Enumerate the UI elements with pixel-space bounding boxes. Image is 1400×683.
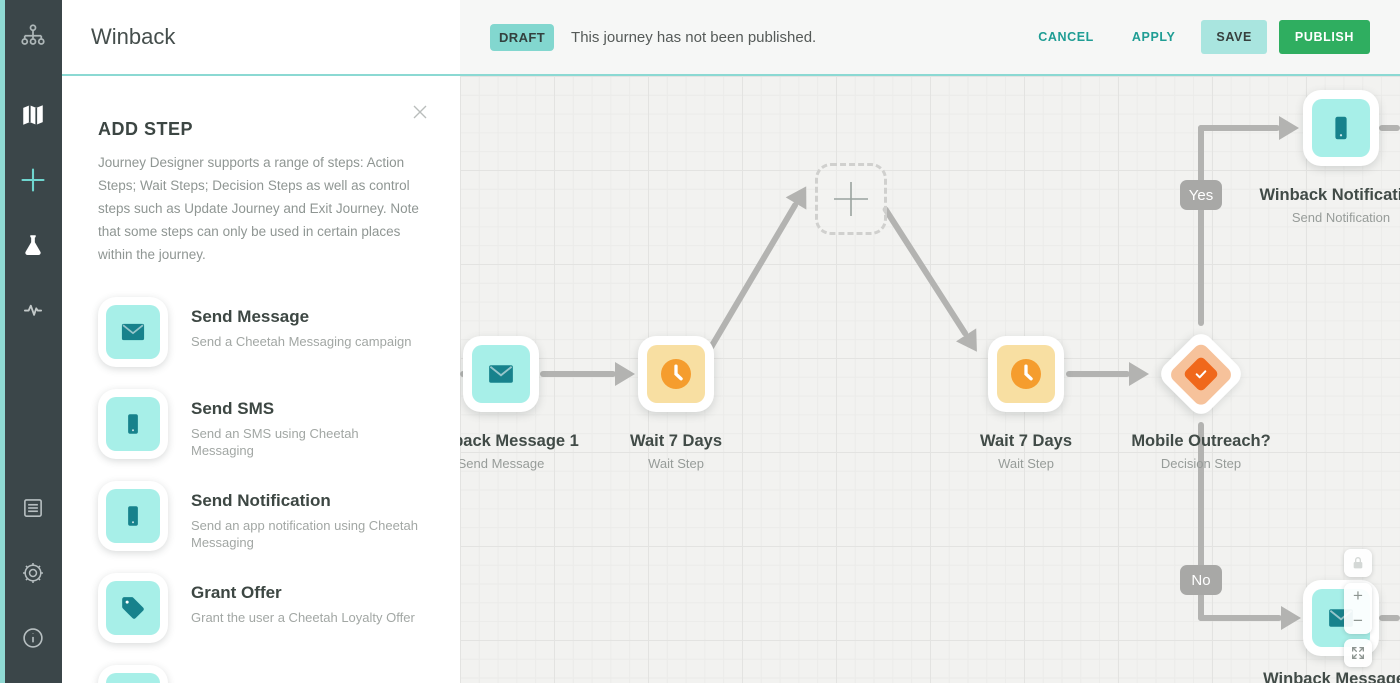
nav-rail [0, 0, 62, 683]
edge-yes-vertical [1198, 125, 1204, 326]
step-option-send-notification[interactable]: Send Notification Send an app notificati… [98, 481, 424, 551]
node-wait-7-days-2[interactable] [988, 336, 1064, 412]
edge-yes-horizontal [1198, 125, 1280, 131]
flask-icon[interactable] [16, 228, 50, 262]
plus-icon [834, 182, 868, 216]
tag-icon [98, 573, 168, 643]
panel-description: Journey Designer supports a range of ste… [98, 155, 419, 262]
reports-list-icon[interactable] [16, 491, 50, 525]
node-winback-message-1[interactable] [463, 336, 539, 412]
step-option-send-sms[interactable]: Send SMS Send an SMS using Cheetah Messa… [98, 389, 424, 459]
clock-icon [647, 345, 705, 403]
edge-message2-out [1379, 615, 1400, 621]
edge-label-no: No [1180, 565, 1222, 595]
step-title: Grant Offer [191, 583, 282, 602]
node-mobile-outreach-decision[interactable] [1155, 328, 1247, 420]
edge-wait1-to-placeholder [707, 201, 800, 351]
step-title: Send SMS [191, 399, 275, 418]
step-title: Send Message [191, 307, 310, 326]
lock-icon[interactable] [1344, 549, 1372, 577]
step-desc: Send an SMS using Cheetah Messaging [191, 426, 359, 458]
gear-icon[interactable] [16, 556, 50, 590]
step-option-partial[interactable] [98, 665, 424, 683]
topbar: DRAFT This journey has not been publishe… [460, 0, 1400, 74]
node-wait-7-days-1[interactable] [638, 336, 714, 412]
clock-icon [997, 345, 1055, 403]
mail-icon [472, 345, 530, 403]
node-label: Wait 7 Days Wait Step [979, 432, 1072, 471]
map-icon[interactable] [16, 98, 50, 132]
node-label: Wait 7 Days Wait Step [629, 432, 722, 471]
zoom-controls: + − [1344, 583, 1372, 634]
edge-placeholder-to-wait2 [881, 205, 970, 338]
panel-title: ADD STEP [98, 119, 194, 139]
step-option-send-message[interactable]: Send Message Send a Cheetah Messaging ca… [98, 297, 424, 367]
node-label: Winback Message 2 Send Message [1263, 670, 1400, 683]
save-button[interactable]: SAVE [1201, 20, 1267, 54]
edge-label-yes: Yes [1180, 180, 1222, 210]
activity-pulse-icon[interactable] [16, 293, 50, 327]
status-message: This journey has not been published. [571, 28, 817, 46]
edge-wait2-to-decision [1066, 371, 1130, 377]
phone-icon [1312, 99, 1370, 157]
step-desc: Grant the user a Cheetah Loyalty Offer [191, 610, 415, 625]
node-winback-notification[interactable] [1303, 90, 1379, 166]
teal-divider [62, 74, 1400, 76]
step-title: Send Notification [191, 491, 331, 510]
add-step-drop-target[interactable] [815, 163, 887, 235]
step-option-grant-offer[interactable]: Grant Offer Grant the user a Cheetah Loy… [98, 573, 424, 643]
journey-titlebar: Winback [62, 0, 460, 74]
edge-no-horizontal [1198, 615, 1282, 621]
step-tile [98, 665, 168, 683]
step-desc: Send a Cheetah Messaging campaign [191, 334, 412, 349]
edge-no-vertical [1198, 422, 1204, 621]
rail-accent-stripe [0, 0, 5, 683]
step-desc: Send an app notification using Cheetah M… [191, 518, 418, 550]
edge-notification-out [1379, 125, 1400, 131]
journey-title: Winback [91, 24, 176, 49]
cancel-button[interactable]: CANCEL [1038, 30, 1094, 44]
add-step-plus-icon[interactable] [16, 163, 50, 197]
publish-button[interactable]: PUBLISH [1278, 20, 1370, 54]
node-label: Winback Message 1 Send Message [460, 432, 579, 471]
journey-canvas[interactable]: Yes No Winback Message 1 Send Message [460, 76, 1400, 683]
mail-icon [98, 297, 168, 367]
decision-diamond [1167, 340, 1235, 408]
phone-icon [98, 389, 168, 459]
info-icon[interactable] [16, 621, 50, 655]
node-label: Winback Notification Send Notification [1259, 186, 1400, 225]
phone-icon [98, 481, 168, 551]
step-list: Send Message Send a Cheetah Messaging ca… [98, 297, 424, 683]
zoom-out-button[interactable]: − [1353, 611, 1363, 630]
fullscreen-expand-icon[interactable] [1344, 639, 1372, 667]
add-step-panel: ADD STEP Journey Designer supports a ran… [62, 76, 460, 683]
status-badge: DRAFT [490, 23, 555, 51]
apply-button[interactable]: APPLY [1131, 30, 1176, 44]
journey-sitemap-icon[interactable] [16, 20, 50, 54]
zoom-in-button[interactable]: + [1353, 586, 1363, 605]
close-icon[interactable] [410, 103, 430, 123]
edge-message1-to-wait1 [540, 371, 616, 377]
check-icon [1182, 355, 1220, 393]
